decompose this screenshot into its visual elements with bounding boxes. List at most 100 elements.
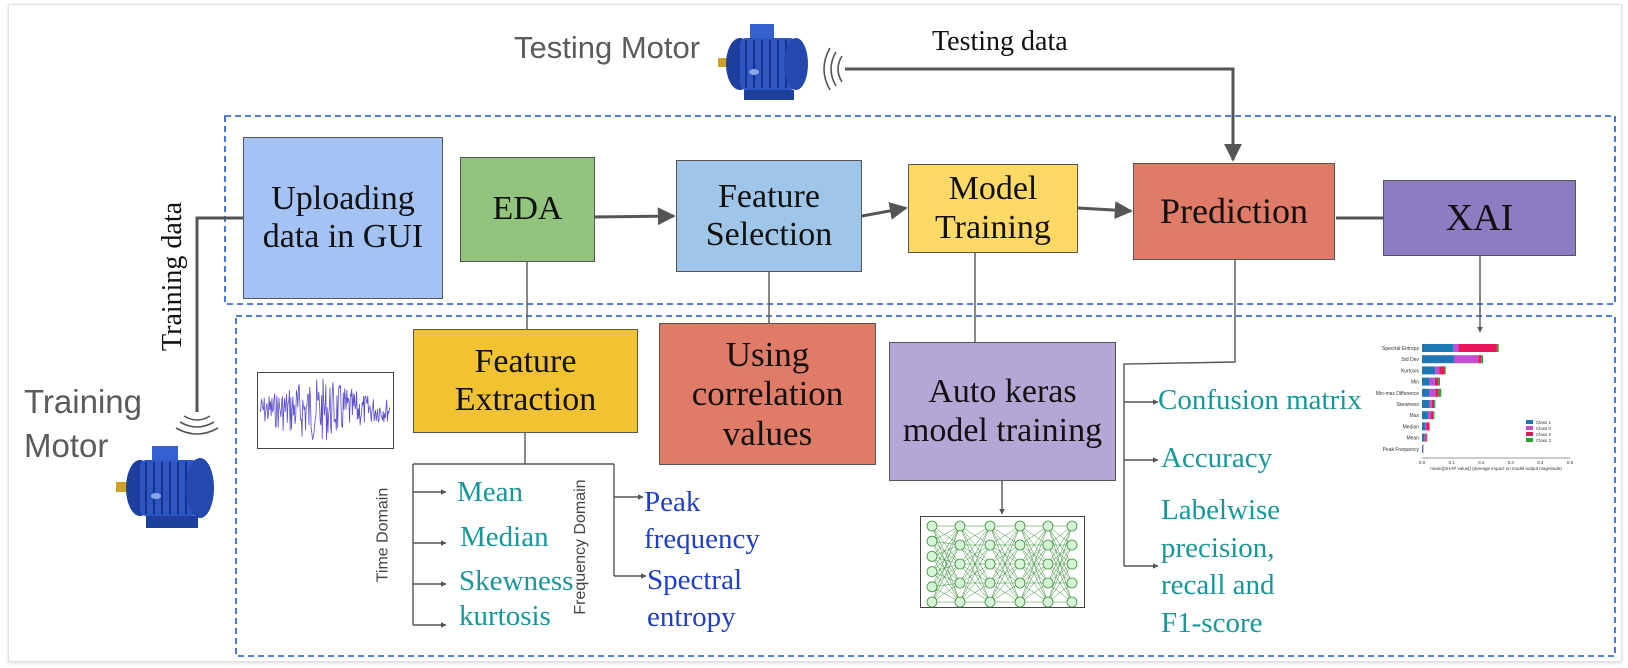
shap-feature-label: Median	[1403, 424, 1420, 430]
shap-feature-label: Peak Frequency	[1383, 447, 1420, 453]
shap-tick-label: 0.2	[1478, 460, 1485, 465]
shap-xlabel: mean(|SHAP value|) (average impact on mo…	[1430, 466, 1562, 471]
shap-bar	[1422, 444, 1423, 453]
shap-bar	[1426, 422, 1430, 431]
xai-box: XAI	[1383, 180, 1576, 256]
shap-bar	[1433, 411, 1435, 420]
shap-bar	[1422, 411, 1428, 420]
shap-bar	[1424, 422, 1427, 431]
shap-bar	[1439, 366, 1445, 375]
shap-bar	[1425, 433, 1427, 442]
shap-bar	[1458, 344, 1497, 352]
arrow-mt-pred	[1077, 201, 1133, 220]
shap-tick-label: 0.1	[1448, 460, 1455, 465]
autokeras-box: Auto keras model training	[889, 342, 1116, 481]
shap-tick-label: 0.4	[1537, 460, 1544, 465]
shap-legend-label: Class 3	[1536, 438, 1552, 443]
shap-legend-swatch	[1526, 420, 1533, 424]
testing-motor-label: Testing Motor	[514, 30, 701, 65]
shap-feature-label: Kurtosis	[1401, 368, 1420, 374]
shap-legend-swatch	[1526, 432, 1533, 436]
shap-tick-label: 0.5	[1567, 460, 1574, 465]
feature-extraction-box: Feature Extraction	[413, 329, 638, 433]
testing-wireless-icon	[823, 47, 843, 91]
shap-feature-label: Spectral Entropy	[1382, 346, 1419, 352]
shap-tick-label: 0.3	[1508, 460, 1515, 465]
metric-labelwise: Labelwise precision, recall and F1-score	[1161, 494, 1281, 640]
training-motor-label-2: Motor	[24, 427, 109, 464]
shap-feature-label: Mean	[1406, 436, 1419, 442]
frequency-domain-label: Frequency Domain	[572, 479, 589, 615]
shap-legend-swatch	[1526, 426, 1533, 430]
model-training-box: Model Training	[908, 164, 1078, 253]
shap-bar	[1429, 388, 1436, 397]
feature-mean: Mean	[457, 476, 524, 508]
shap-bar	[1422, 388, 1430, 397]
training-motor-icon	[116, 446, 214, 528]
shap-tick-label: 0.0	[1419, 460, 1426, 465]
feature-kurtosis: kurtosis	[459, 600, 551, 632]
shap-bar	[1422, 377, 1430, 386]
shap-bar	[1435, 366, 1440, 375]
prediction-box: Prediction	[1133, 163, 1335, 260]
arrow-fs-mt	[861, 202, 908, 220]
line-pred-metrics	[1123, 260, 1236, 566]
shap-feature-label: Skewness	[1396, 402, 1419, 408]
shap-feature-label: Min-max Difference	[1376, 391, 1419, 397]
time-domain-label: Time Domain	[374, 487, 392, 583]
shap-legend-label: Class 1	[1536, 420, 1552, 425]
shap-legend-swatch	[1526, 438, 1533, 442]
shap-feature-label: Min	[1411, 380, 1419, 386]
testing-data-line	[845, 67, 1242, 162]
shap-bar	[1422, 433, 1425, 442]
shap-bar	[1431, 400, 1435, 408]
neural-network-thumbnail	[920, 516, 1085, 608]
shap-bar	[1422, 355, 1454, 364]
testing-data-label: Testing data	[932, 26, 1068, 57]
shap-bar	[1422, 400, 1430, 408]
shap-bar	[1444, 366, 1446, 375]
uploading-box: Uploading data in GUI	[243, 137, 443, 299]
shap-feature-label: Max	[1410, 413, 1420, 419]
shap-bar	[1430, 411, 1434, 420]
shap-bar	[1438, 377, 1441, 386]
shap-bar	[1453, 344, 1459, 352]
shap-bar	[1422, 344, 1454, 352]
shap-bar	[1422, 422, 1425, 431]
training-wireless-icon	[175, 415, 219, 435]
shap-bar	[1453, 355, 1479, 364]
shap-bar	[1427, 411, 1431, 420]
shap-bar	[1481, 355, 1483, 364]
shap-bar	[1424, 433, 1426, 442]
metric-confusion-matrix: Confusion matrix	[1158, 384, 1362, 416]
testing-motor-icon	[718, 24, 808, 100]
shap-bar	[1434, 400, 1436, 408]
feature-skewness: Skewness	[459, 565, 574, 597]
shap-bar	[1426, 433, 1428, 442]
training-motor-label-1: Training	[24, 383, 142, 420]
shap-feature-label: Std Dev	[1401, 357, 1419, 363]
shap-bar	[1429, 400, 1432, 408]
feature-spectral-entropy: Spectral entropy	[647, 564, 743, 633]
shap-bar	[1429, 377, 1435, 386]
feature-selection-box: Feature Selection	[676, 160, 862, 272]
correlation-box: Using correlation values	[659, 323, 876, 465]
top-region	[224, 115, 1616, 305]
shap-legend-label: Class 0	[1536, 426, 1552, 431]
metric-accuracy: Accuracy	[1161, 442, 1273, 474]
shap-bar	[1496, 344, 1499, 352]
shap-bar	[1434, 377, 1439, 386]
shap-bar	[1435, 388, 1439, 397]
shap-bar	[1438, 388, 1442, 397]
shap-legend-label: Class 2	[1536, 432, 1552, 437]
shap-bar	[1422, 366, 1436, 375]
training-data-line	[195, 216, 243, 412]
feature-median: Median	[460, 521, 549, 553]
training-data-label: Training data	[157, 201, 188, 351]
feature-peak-frequency: Peak frequency	[644, 486, 760, 555]
shap-bar	[1478, 355, 1482, 364]
shap-bar	[1429, 422, 1430, 431]
eda-box: EDA	[460, 157, 595, 262]
